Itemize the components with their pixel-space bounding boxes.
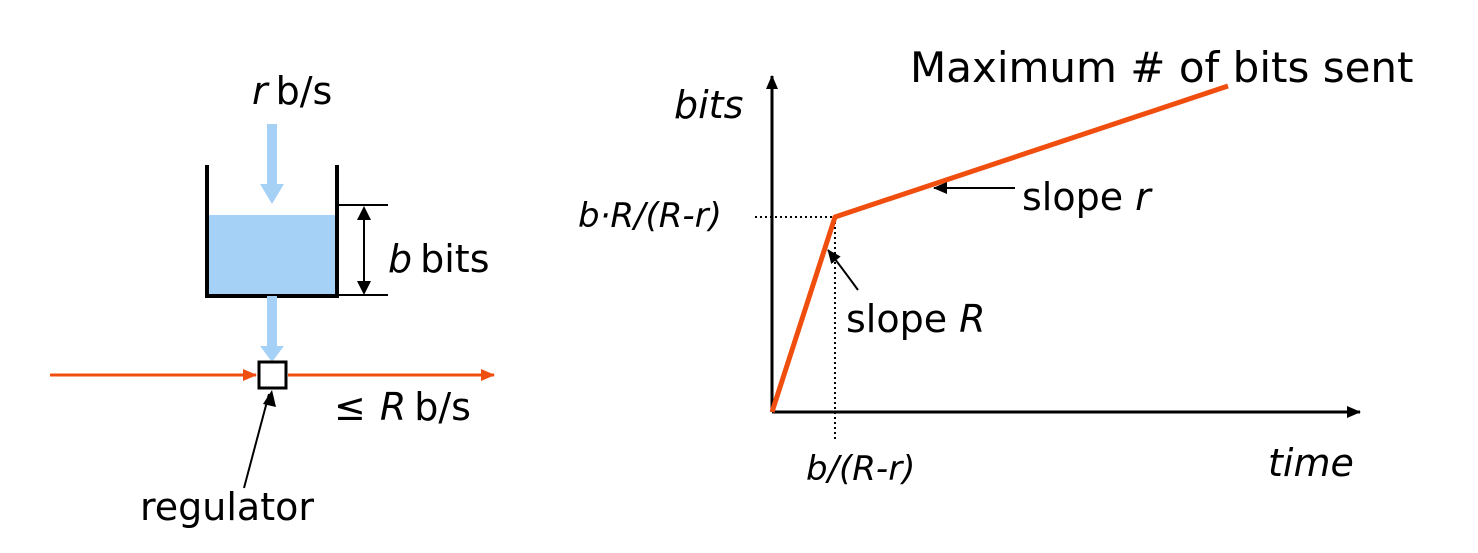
slope-shallow-prefix: slope [1022, 175, 1123, 219]
slope-steep-pointer [827, 249, 859, 291]
input-arrow-head [260, 184, 284, 204]
bits-time-graph: Maximum # of bits sent bits time b·R/(R-… [578, 43, 1414, 489]
regulator-pointer [243, 393, 270, 489]
x-mark-label: b/(R-r) [806, 449, 915, 489]
input-rate-var: r [252, 69, 270, 113]
output-rate-prefix: ≤ [334, 385, 366, 429]
slope-steep-prefix: slope [846, 297, 947, 341]
max-bits-curve [769, 83, 1229, 413]
input-arrow-shaft [267, 124, 277, 184]
slope-shallow-var: r [1135, 175, 1153, 219]
depth-unit: bits [420, 237, 489, 281]
regulator-pointer-head [263, 390, 276, 407]
output-rate-var: R [380, 385, 406, 429]
outflow-arrow-head [260, 346, 284, 362]
regulator-box [257, 360, 288, 390]
output-rate-unit: b/s [414, 385, 471, 429]
depth-arrow-head-up [357, 206, 371, 220]
depth-arrow-head-down [357, 281, 371, 295]
slope-steep-var: R [959, 297, 985, 341]
outflow-arrow-shaft [267, 296, 277, 346]
x-axis-label: time [1268, 441, 1354, 485]
regulator-label: regulator [140, 485, 314, 529]
graph-title: Maximum # of bits sent [910, 43, 1414, 92]
y-axis-label: bits [674, 83, 743, 127]
y-mark-label: b·R/(R-r) [578, 196, 722, 236]
input-rate-unit: b/s [276, 69, 333, 113]
depth-var: b [388, 237, 412, 281]
slope-steep-label: slope R [846, 297, 986, 341]
bucket-water [207, 215, 337, 296]
